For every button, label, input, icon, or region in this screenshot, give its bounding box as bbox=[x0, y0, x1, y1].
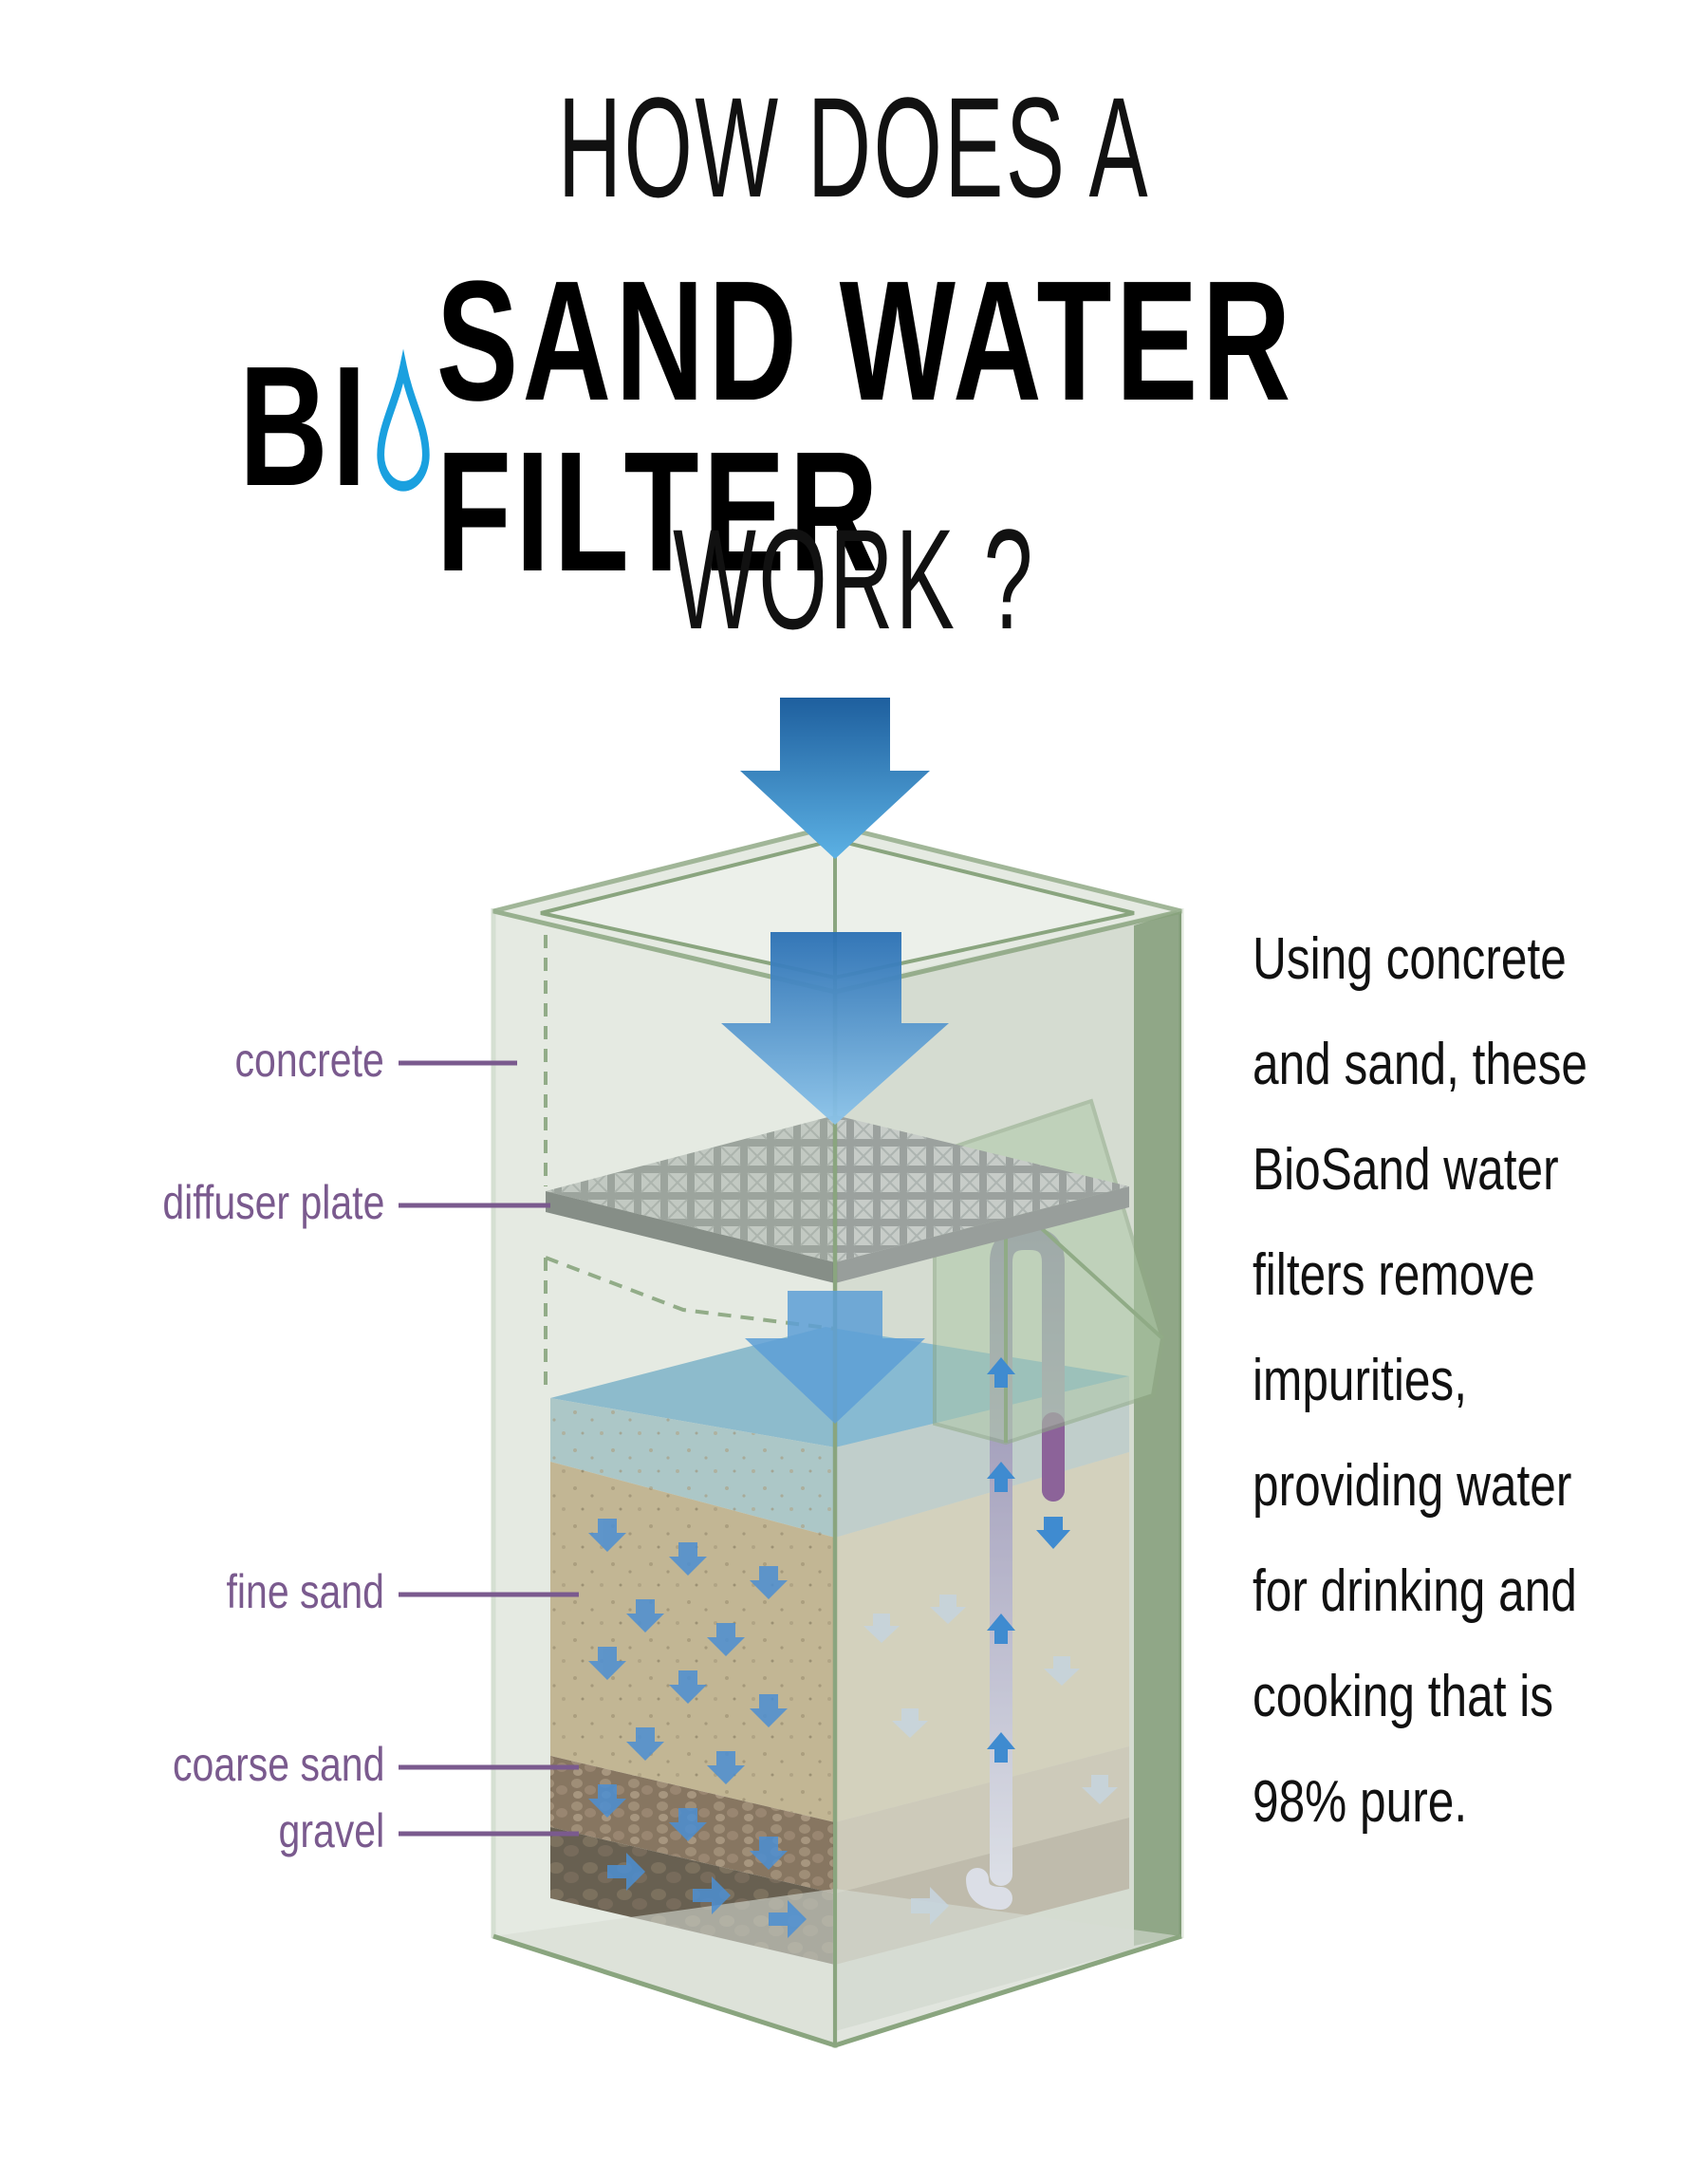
label-diffuser-plate: diffuser plate bbox=[161, 1176, 384, 1229]
title-bi: BI bbox=[239, 331, 371, 522]
pipe-flow-arrows bbox=[987, 1357, 1070, 1763]
diffuser-plate bbox=[546, 1115, 1129, 1283]
arrow-icon-lid bbox=[721, 932, 949, 1125]
box-base bbox=[493, 1889, 1181, 2045]
leader-lines bbox=[399, 1060, 579, 1837]
label-concrete: concrete bbox=[234, 1034, 384, 1087]
arrow-icon-below-plate bbox=[745, 1291, 925, 1424]
title-line-3: WORK ? bbox=[673, 499, 1035, 659]
description-line: 98% pure. bbox=[1253, 1769, 1468, 1835]
description-line: providing water bbox=[1253, 1453, 1572, 1519]
description-line: filters remove bbox=[1253, 1242, 1535, 1308]
box-front-left-face bbox=[491, 907, 838, 2049]
title-line-2: BI SAND WATER FILTER bbox=[0, 256, 1708, 598]
description-line: cooking that is bbox=[1253, 1664, 1554, 1729]
description-line: for drinking and bbox=[1253, 1558, 1577, 1624]
title-line-1: HOW DOES A bbox=[557, 67, 1151, 227]
arrow-icon-inlet bbox=[740, 698, 930, 859]
label-coarse-sand: coarse sand bbox=[172, 1738, 384, 1791]
right-flow-arrows bbox=[863, 1595, 1118, 1925]
description-text: Using concrete and sand, these BioSand w… bbox=[1253, 906, 1609, 1855]
description-line: and sand, these bbox=[1253, 1032, 1587, 1097]
sand-flow-arrows bbox=[588, 1519, 807, 1938]
water-drop-icon bbox=[377, 348, 430, 492]
box-right-thickness bbox=[1134, 911, 1181, 1946]
description-line: Using concrete bbox=[1253, 926, 1567, 992]
coarse-sand-right bbox=[835, 1746, 1129, 1894]
label-gravel: gravel bbox=[278, 1804, 384, 1857]
title-sand-water-filter: SAND WATER FILTER bbox=[436, 246, 1295, 607]
description-line: impurities, bbox=[1253, 1348, 1468, 1413]
description-line: BioSand water bbox=[1253, 1137, 1559, 1203]
label-fine-sand: fine sand bbox=[226, 1565, 384, 1618]
